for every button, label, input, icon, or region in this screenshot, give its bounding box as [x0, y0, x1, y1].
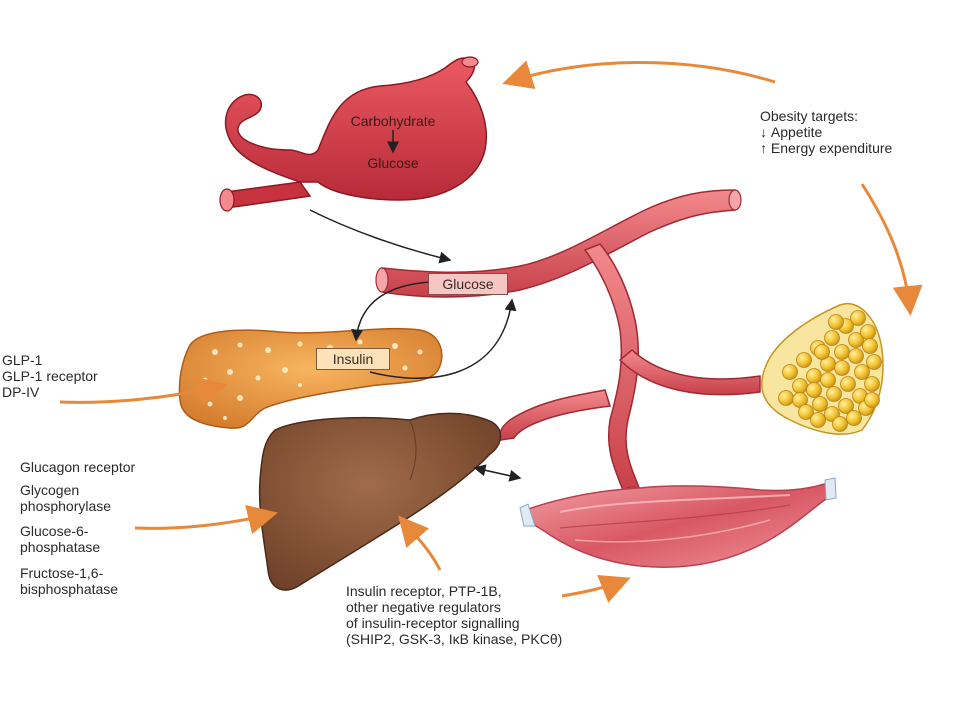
- insulin-receptor-to-liver-arrow: [398, 515, 442, 571]
- obesity-targets-title: Obesity targets:: [760, 108, 859, 124]
- fat-cell: [864, 392, 880, 408]
- pancreas-targets: GLP-1 GLP-1 receptor DP-IV: [2, 352, 98, 400]
- fat-cell: [850, 310, 866, 326]
- obesity-to-fat-arrow: [860, 183, 923, 316]
- insulin-box: Insulin: [316, 348, 390, 370]
- pancreas-target-item: GLP-1: [2, 352, 43, 368]
- pancreas-target-item: DP-IV: [2, 384, 40, 400]
- carbohydrate-label: Carbohydrate: [350, 113, 436, 129]
- fat-cell: [846, 410, 862, 426]
- stomach: [219, 56, 487, 212]
- fat-cell: [792, 378, 808, 394]
- blood-glucose-box: Glucose: [428, 273, 508, 295]
- fat-cell: [820, 372, 836, 388]
- fat-cell: [806, 382, 822, 398]
- fructose-line: Fructose-1,6-: [20, 565, 104, 581]
- up-arrow-icon: ↑: [760, 140, 767, 156]
- fat-cell: [838, 398, 854, 414]
- stomach-glucose-label: Glucose: [367, 155, 419, 171]
- liver-muscle-arrow: [473, 464, 522, 482]
- pancreas: [178, 327, 443, 429]
- insulin-receptor-to-muscle-arrow: [561, 574, 631, 603]
- insulin-target-line: of insulin-receptor signalling: [346, 615, 520, 631]
- glucose-6-line: Glucose-6-: [20, 523, 89, 539]
- fat-cell: [840, 376, 856, 392]
- glucose-6-phosphatase-label: Glucose-6- phosphatase: [20, 523, 100, 555]
- fructose-bisphosphatase-label: Fructose-1,6- bisphosphatase: [20, 565, 118, 597]
- fat-cell: [862, 338, 878, 354]
- fat-cell: [810, 412, 826, 428]
- fat-cell: [834, 360, 850, 376]
- insulin-target-line: Insulin receptor, PTP-1B,: [346, 583, 502, 599]
- pancreas-target-item: GLP-1 receptor: [2, 368, 98, 384]
- fat-cell: [832, 416, 848, 432]
- adipose-tissue: [761, 302, 884, 435]
- appetite-label: Appetite: [770, 124, 823, 140]
- fat-cell: [806, 368, 822, 384]
- fat-cell: [848, 332, 864, 348]
- liver-targets-arrow: [134, 504, 278, 535]
- appetite-row: ↓ Appetite: [760, 124, 892, 140]
- down-arrow-icon: ↓: [760, 124, 767, 140]
- insulin-target-line: (SHIP2, GSK-3, IκB kinase, PKCθ): [346, 631, 563, 647]
- energy-row: ↑ Energy expenditure: [760, 140, 892, 156]
- fat-cell: [814, 344, 830, 360]
- phosphorylase-line: phosphorylase: [20, 498, 112, 514]
- fat-cell: [778, 390, 794, 406]
- glucagon-receptor-label: Glucagon receptor: [20, 459, 136, 475]
- glycogen-phosphorylase-label: Glycogen phosphorylase: [20, 482, 111, 514]
- incretin-to-pancreas-arrow: [59, 376, 228, 407]
- fat-cell: [866, 354, 882, 370]
- fat-cell: [864, 376, 880, 392]
- fat-cell: [812, 396, 828, 412]
- stomach-to-blood-arrow: [309, 209, 452, 264]
- fat-cell: [834, 344, 850, 360]
- glycogen-line: Glycogen: [20, 482, 80, 498]
- fat-cell: [782, 364, 798, 380]
- fat-cell: [828, 314, 844, 330]
- bisphosphatase-line: bisphosphatase: [20, 581, 119, 597]
- insulin-receptor-targets: Insulin receptor, PTP-1B, other negative…: [346, 583, 562, 647]
- fat-cell: [826, 386, 842, 402]
- fat-cell: [798, 404, 814, 420]
- fat-cell: [860, 324, 876, 340]
- black-arrows: [309, 209, 522, 482]
- glucose-to-insulin-arrow: [351, 281, 431, 342]
- muscle: [519, 477, 837, 568]
- energy-label: Energy expenditure: [770, 140, 893, 156]
- liver: [258, 412, 502, 591]
- fat-cell: [848, 348, 864, 364]
- phosphatase-line: phosphatase: [20, 539, 101, 555]
- fat-cell: [796, 352, 812, 368]
- orange-arrows: [59, 60, 923, 603]
- insulin-to-glucose-arrow: [369, 298, 517, 380]
- insulin-target-line: other negative regulators: [346, 599, 501, 615]
- obesity-targets: Obesity targets: ↓ Appetite ↑ Energy exp…: [760, 108, 892, 156]
- fat-cell: [824, 330, 840, 346]
- obesity-to-stomach-arrow: [502, 60, 776, 90]
- fat-cell: [854, 364, 870, 380]
